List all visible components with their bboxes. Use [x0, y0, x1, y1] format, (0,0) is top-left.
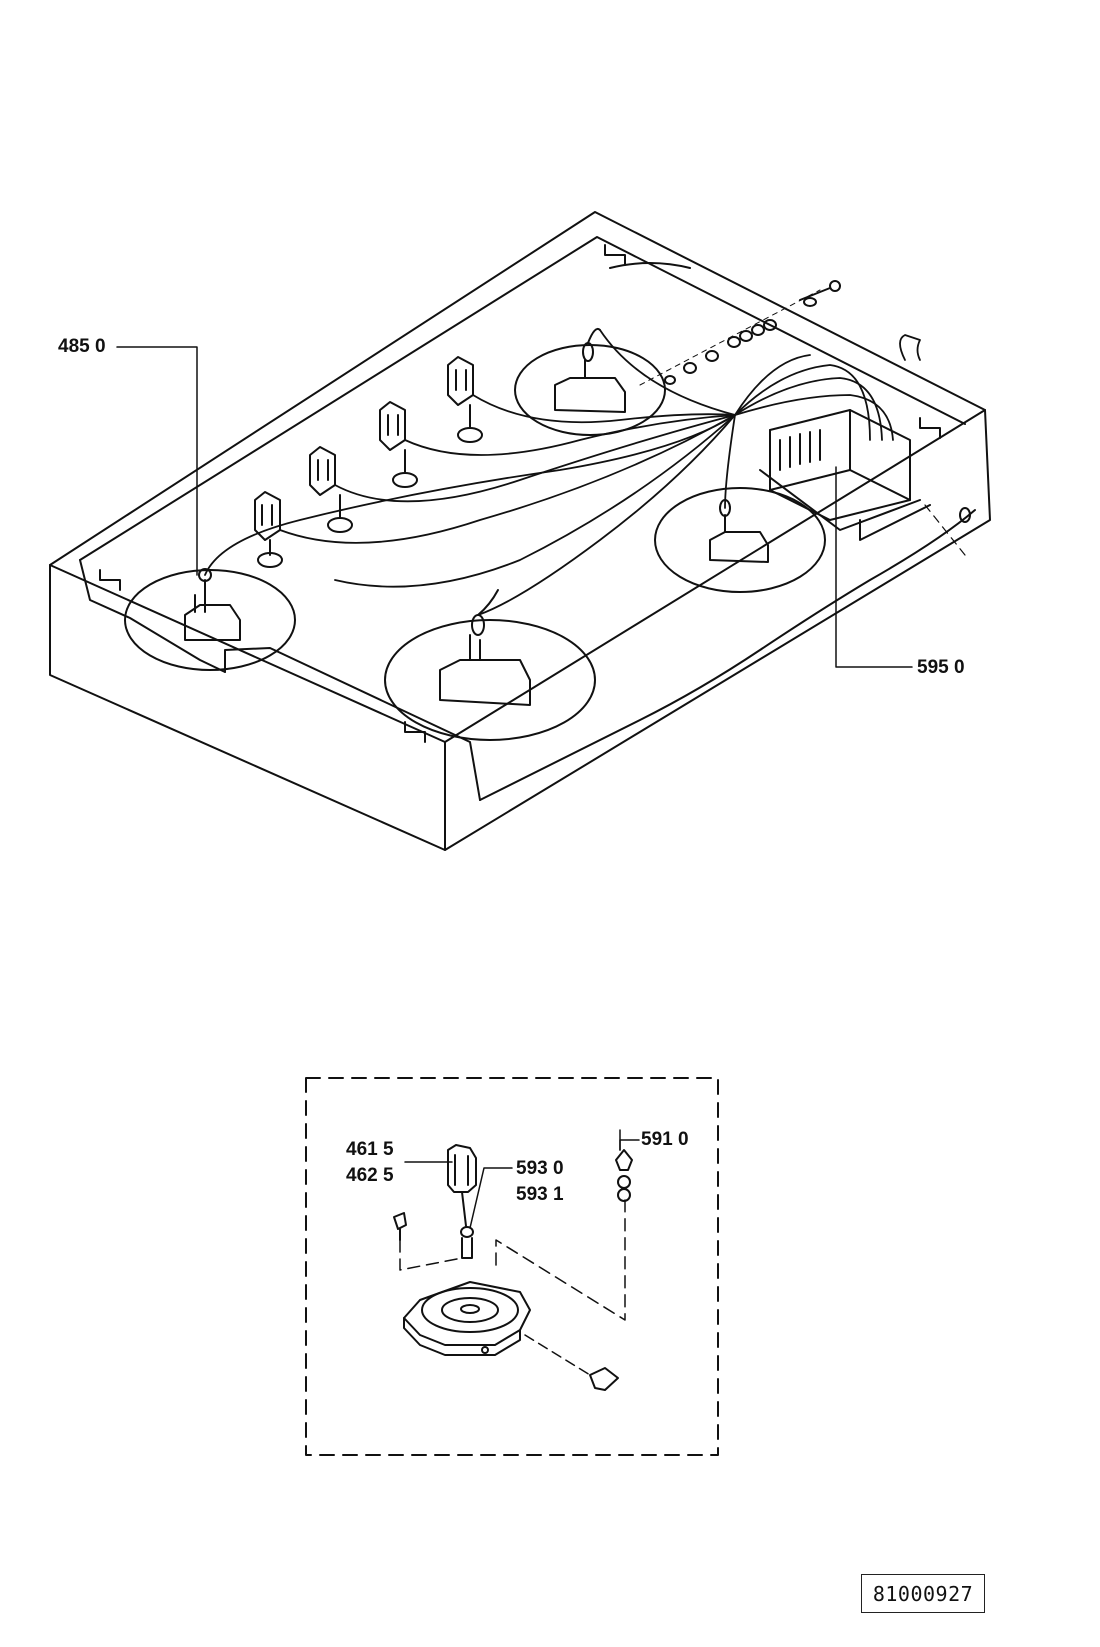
burner-detail — [393, 1129, 633, 1391]
part-label-595-0: 595 0 — [917, 657, 965, 678]
leader-lines-detail — [404, 1139, 640, 1229]
part-label-462-5: 462 5 — [346, 1165, 394, 1186]
gas-taps — [254, 356, 483, 568]
part-label-593-0: 593 0 — [516, 1158, 564, 1179]
burner-back-center — [514, 327, 666, 436]
detail-box — [305, 1077, 719, 1456]
part-label-461-5: 461 5 — [346, 1139, 394, 1160]
burner-right — [654, 487, 826, 593]
fastener-set — [639, 280, 841, 386]
leader-lines-top — [116, 346, 913, 668]
wiring-harness — [204, 329, 921, 616]
part-label-485-0: 485 0 — [58, 336, 106, 357]
burner-front-center — [384, 589, 596, 741]
terminal-block — [759, 409, 971, 556]
burner-front-left — [124, 568, 296, 671]
part-label-593-1: 593 1 — [516, 1184, 564, 1205]
part-label-591-0: 591 0 — [641, 1129, 689, 1150]
document-number-box: 81000927 — [861, 1574, 985, 1613]
hob-tray — [49, 211, 991, 851]
